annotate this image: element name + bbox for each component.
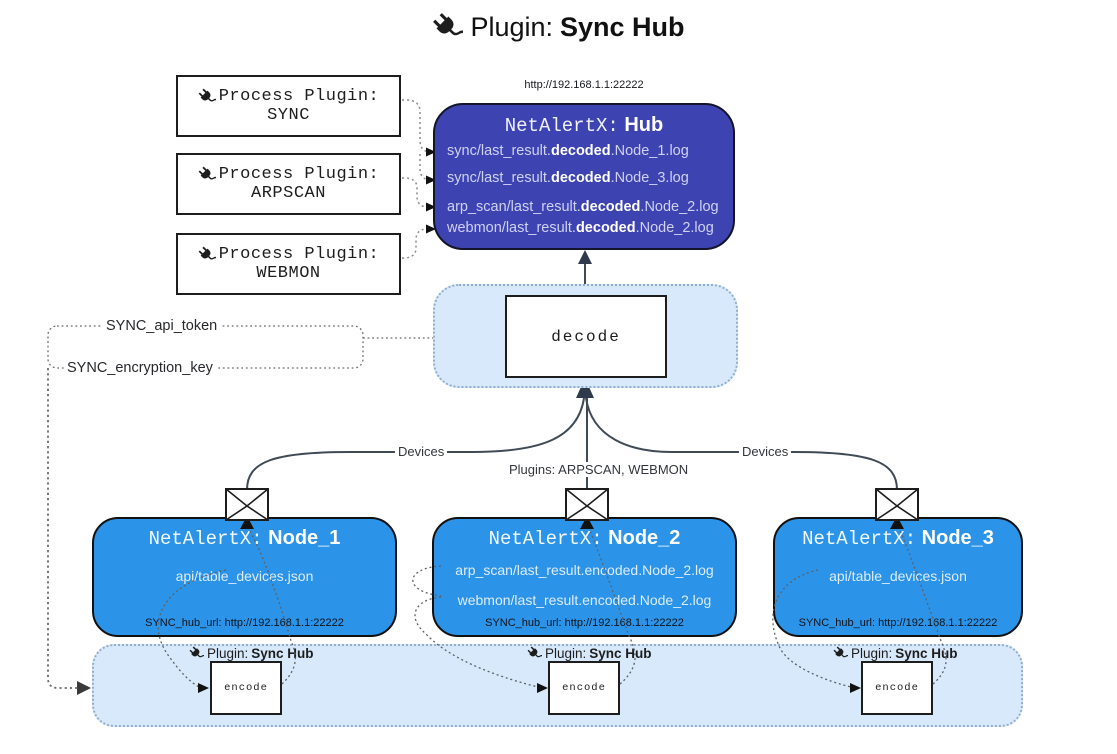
node-3-box: NetAlertX: Node_3 api/table_devices.json…: [773, 517, 1023, 637]
plug-icon: [833, 646, 848, 658]
node-file: api/table_devices.json: [175, 568, 314, 584]
node-hub-url: SYNC_hub_url: http://192.168.1.1:22222: [798, 617, 998, 629]
plug-icon: [198, 88, 216, 102]
encode-box: encode: [210, 661, 282, 715]
encode-band-plugin-label: Plugin:Sync Hub: [833, 646, 958, 661]
node-title: NetAlertX: Node_1: [148, 527, 341, 550]
process-plugin-label: Process Plugin:: [218, 165, 380, 184]
plug-icon: [433, 13, 464, 36]
sync-api-token-label: SYNC_api_token: [103, 318, 221, 334]
plug-icon: [198, 246, 216, 260]
process-plugin-name: WEBMON: [256, 264, 321, 283]
node-file: api/table_devices.json: [829, 568, 967, 584]
node-hub-url: SYNC_hub_url: http://192.168.1.1:22222: [485, 617, 684, 629]
encode-box: encode: [548, 661, 620, 715]
process-plugin-box-arpscan: Process Plugin: ARPSCAN: [176, 153, 401, 215]
hub-title-prefix: NetAlertX:: [504, 115, 619, 137]
sync-encryption-key-label: SYNC_encryption_key: [64, 360, 216, 376]
plug-icon: [189, 646, 204, 658]
envelope-icon: [225, 488, 269, 521]
node-file: webmon/last_result.encoded.Node_2.log: [457, 592, 712, 608]
encode-band-plugin-label: Plugin:Sync Hub: [527, 646, 652, 661]
hub-log-line: sync/last_result.decoded.Node_3.log: [447, 170, 689, 186]
process-plugin-label: Process Plugin:: [218, 245, 380, 264]
hub-log-line: webmon/last_result.decoded.Node_2.log: [447, 220, 714, 236]
node-1-box: NetAlertX: Node_1 api/table_devices.json…: [92, 517, 397, 637]
hub-title-name: Hub: [624, 114, 664, 136]
title-name: Sync Hub: [560, 12, 685, 42]
devices-right-label: Devices: [739, 444, 792, 459]
envelope-icon: [875, 488, 919, 521]
process-plugin-box-sync: Process Plugin: SYNC: [176, 75, 401, 137]
hub-box: NetAlertX: Hub sync/last_result.decoded.…: [433, 103, 735, 250]
decode-box: decode: [505, 295, 667, 378]
process-plugin-name: ARPSCAN: [251, 184, 326, 203]
encode-band-plugin-label: Plugin:Sync Hub: [189, 646, 314, 661]
hub-log-line: sync/last_result.decoded.Node_1.log: [447, 143, 689, 159]
process-plugin-name: SYNC: [267, 106, 310, 125]
plug-icon: [198, 166, 216, 180]
node-2-box: NetAlertX: Node_2 arp_scan/last_result.e…: [432, 517, 737, 637]
node-title: NetAlertX: Node_3: [802, 527, 994, 550]
encode-box: encode: [861, 661, 933, 715]
node-file: arp_scan/last_result.encoded.Node_2.log: [455, 562, 714, 578]
node-title: NetAlertX: Node_2: [488, 527, 681, 550]
process-plugin-box-webmon: Process Plugin: WEBMON: [176, 233, 401, 295]
envelope-icon: [565, 488, 609, 521]
plug-icon: [527, 646, 542, 658]
process-plugin-label: Process Plugin:: [218, 87, 380, 106]
devices-left-label: Devices: [395, 444, 448, 459]
plugins-middle-label: Plugins: ARPSCAN, WEBMON: [506, 462, 692, 477]
node-hub-url: SYNC_hub_url: http://192.168.1.1:22222: [145, 617, 344, 629]
hub-log-line: arp_scan/last_result.decoded.Node_2.log: [447, 199, 719, 215]
hub-title: NetAlertX: Hub: [435, 114, 733, 137]
title-prefix: Plugin:: [470, 12, 554, 42]
hub-url-label: http://192.168.1.1:22222: [524, 79, 644, 91]
page-title: Plugin: Sync Hub: [0, 12, 1117, 43]
